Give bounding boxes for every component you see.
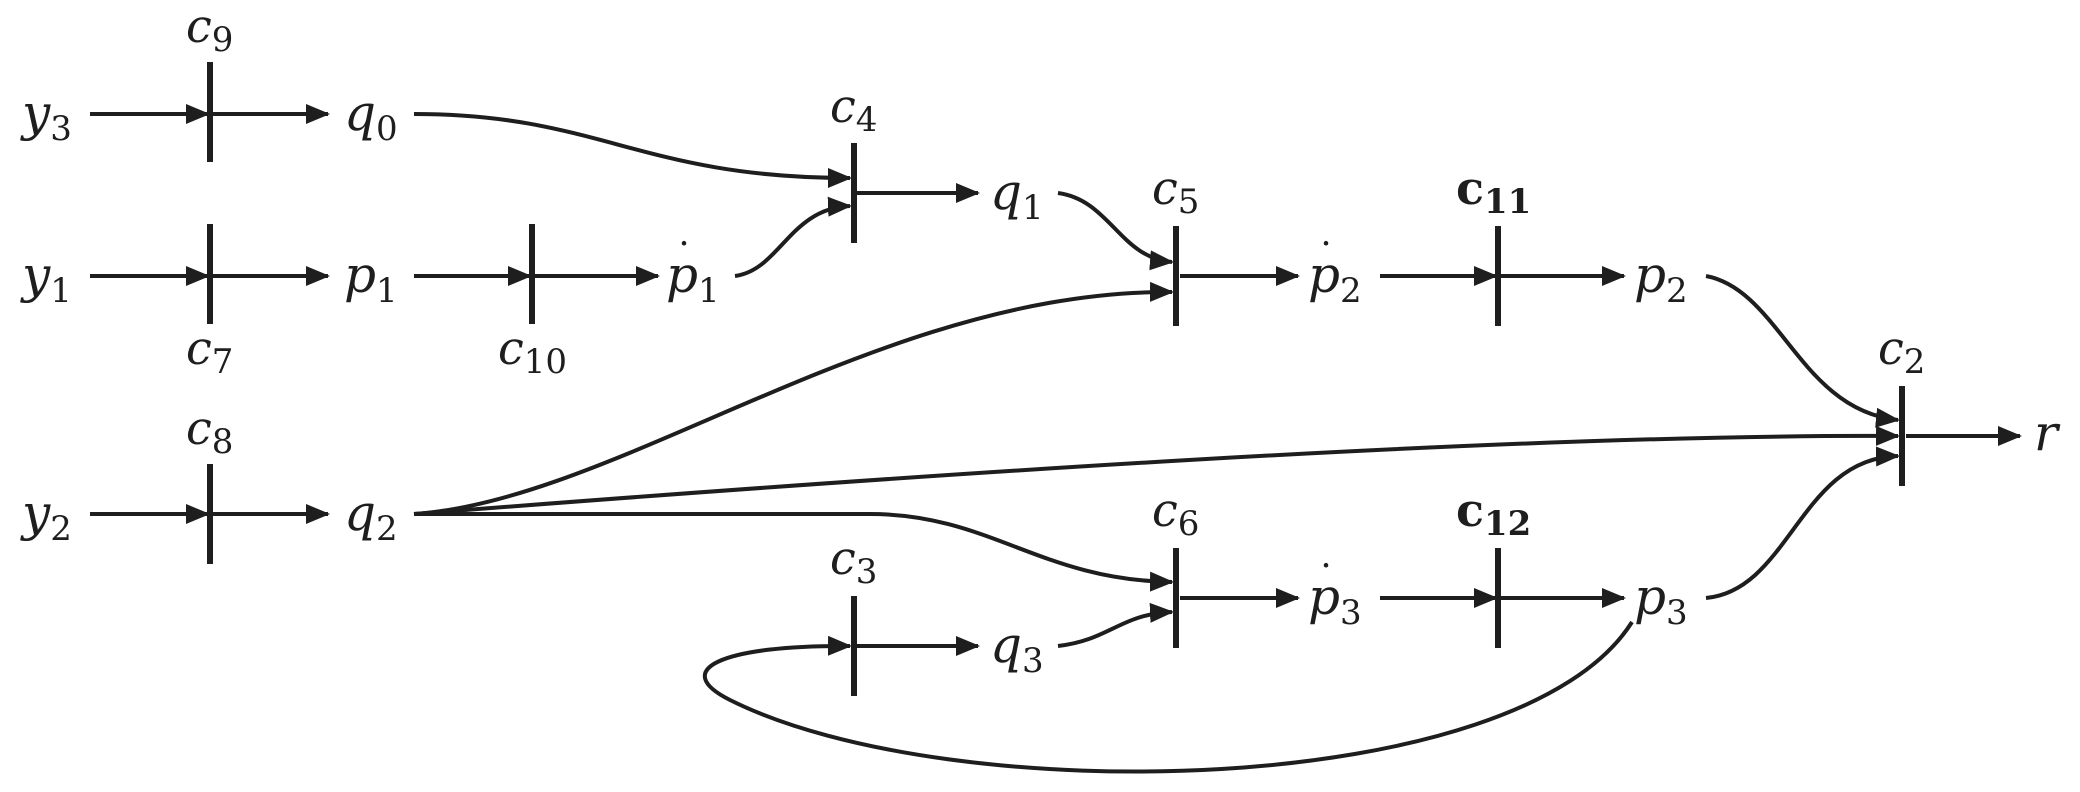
label-c12: c12 (1456, 483, 1531, 544)
edge-p3-c2 (1705, 446, 1900, 600)
node-y3: y3 (20, 84, 72, 149)
node-q0: q0 (344, 84, 398, 149)
node-p2dot-dot: ˙ (1316, 236, 1336, 282)
node-p1dot: p1 (666, 246, 720, 311)
label-c5: c5 (1152, 161, 1199, 222)
node-p2: p2 (1634, 246, 1688, 311)
variable-nodes: y3 y1 y2 q0 p1 q2 ˙ p1 q1 ˙ p2 p2 q3 ˙ p… (20, 84, 2061, 681)
label-c4: c4 (830, 79, 877, 140)
node-y1: y1 (20, 246, 72, 311)
edge-p2-c2 (1705, 274, 1900, 428)
node-p1: p1 (344, 246, 398, 311)
node-r: r (2034, 404, 2061, 462)
edge-q1-c5 (1057, 191, 1174, 271)
label-c8: c8 (186, 401, 233, 462)
label-c7: c7 (186, 321, 233, 382)
label-c2: c2 (1878, 321, 1925, 382)
edge-p3-c3-loop (703, 620, 1634, 774)
constraint-bars (207, 62, 1905, 696)
node-q2: q2 (344, 484, 398, 549)
label-c3: c3 (830, 531, 877, 592)
label-c9: c9 (186, 0, 233, 60)
constraint-labels: c9 c7 c10 c4 c5 c11 c8 c2 c6 c12 c3 (186, 0, 1925, 592)
node-p1dot-dot: ˙ (674, 236, 694, 282)
edge-q0-c4 (413, 112, 852, 188)
node-p3dot-dot: ˙ (1316, 558, 1336, 604)
node-y2: y2 (20, 484, 72, 549)
label-c6: c6 (1152, 483, 1199, 544)
node-p3: p3 (1634, 568, 1688, 633)
edge-q3-c6 (1057, 602, 1174, 648)
label-c11: c11 (1456, 161, 1531, 222)
edge-q2-c2 (413, 425, 1900, 516)
node-p3dot: p3 (1308, 568, 1362, 633)
edge-q2-c6 (414, 512, 1174, 592)
node-q3: q3 (990, 616, 1044, 681)
node-p2dot: p2 (1308, 246, 1362, 311)
edge-p1dot-c4 (734, 196, 852, 278)
edge-q2-c5 (413, 281, 1174, 516)
edges (90, 104, 2022, 774)
label-c10: c10 (498, 321, 567, 382)
node-q1: q1 (990, 163, 1044, 228)
